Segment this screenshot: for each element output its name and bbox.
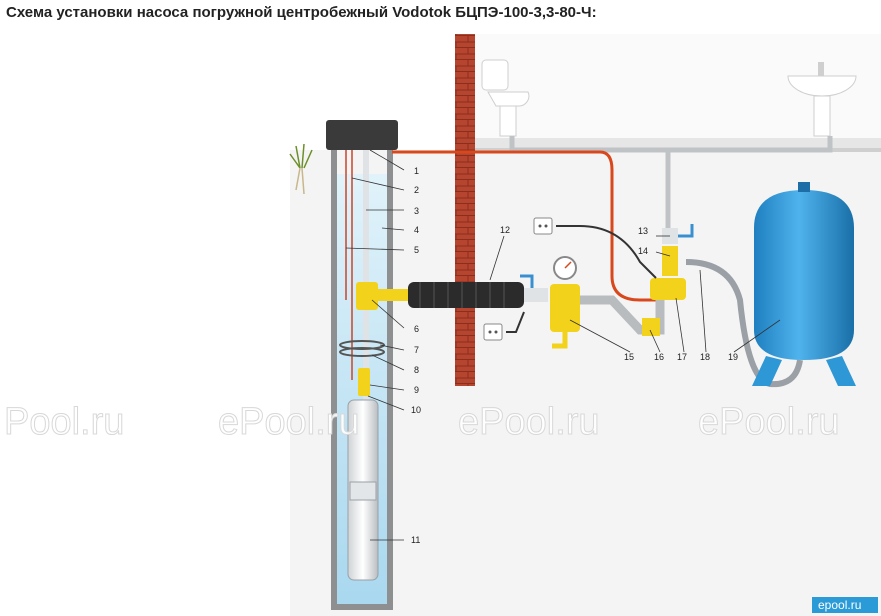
insulation-ribs [419, 282, 505, 308]
corner-logo: epool.ru [818, 598, 861, 612]
horizontal-pipe [378, 289, 408, 301]
fitting-cross [662, 246, 678, 276]
toilet-icon [481, 59, 530, 137]
callout-13: 13 [638, 226, 648, 236]
elbow-fitting [642, 318, 660, 336]
socket-icon-2 [483, 323, 503, 341]
callout-14: 14 [638, 246, 648, 256]
insulated-pipe [408, 282, 524, 308]
callout-16: 16 [654, 352, 664, 362]
filter-housing [550, 284, 580, 332]
grass-icon [289, 143, 313, 195]
callout-10: 10 [411, 405, 421, 415]
flex-hose [685, 259, 803, 388]
brick-wall [455, 34, 475, 386]
callout-11: 11 [411, 535, 420, 545]
callout-1: 1 [414, 166, 419, 176]
callout-leaders [345, 149, 781, 541]
tank-icon [752, 182, 856, 386]
tee-fitting [524, 288, 548, 302]
callout-15: 15 [624, 352, 634, 362]
watermark-1: Pool.ru [4, 401, 124, 443]
pump-icon [347, 399, 379, 581]
callout-19: 19 [728, 352, 738, 362]
cable-clamp-2 [339, 347, 385, 357]
supply-pipe [580, 290, 665, 335]
callout-2: 2 [414, 185, 419, 195]
floor-slab [475, 138, 881, 148]
pressure-switch [650, 278, 686, 300]
socket-cable [556, 225, 657, 279]
well-adapter [356, 282, 378, 310]
callout-8: 8 [414, 365, 419, 375]
callout-7: 7 [414, 345, 419, 355]
sink-icon [787, 62, 857, 137]
gauge-needle [564, 261, 572, 269]
diagram-title: Схема установки насоса погружной центроб… [6, 4, 597, 21]
callout-5: 5 [414, 245, 419, 255]
callout-17: 17 [677, 352, 687, 362]
callout-3: 3 [414, 206, 419, 216]
callout-9: 9 [414, 385, 419, 395]
callout-18: 18 [700, 352, 710, 362]
callout-4: 4 [414, 225, 419, 235]
tap-handle [520, 274, 534, 288]
check-valve [358, 368, 370, 396]
corner-logo-bg [812, 597, 878, 613]
callout-12: 12 [500, 225, 510, 235]
valve-handle [678, 224, 694, 238]
watermark-3: ePool.ru [458, 401, 600, 443]
socket-cable-2 [506, 311, 525, 333]
watermark-4: ePool.ru [698, 401, 840, 443]
callout-6: 6 [414, 324, 419, 334]
socket-icon [533, 217, 553, 235]
drain-valve [552, 332, 568, 349]
power-cable [392, 150, 660, 302]
watermark-2: ePool.ru [218, 401, 360, 443]
house-pipe [509, 136, 833, 232]
